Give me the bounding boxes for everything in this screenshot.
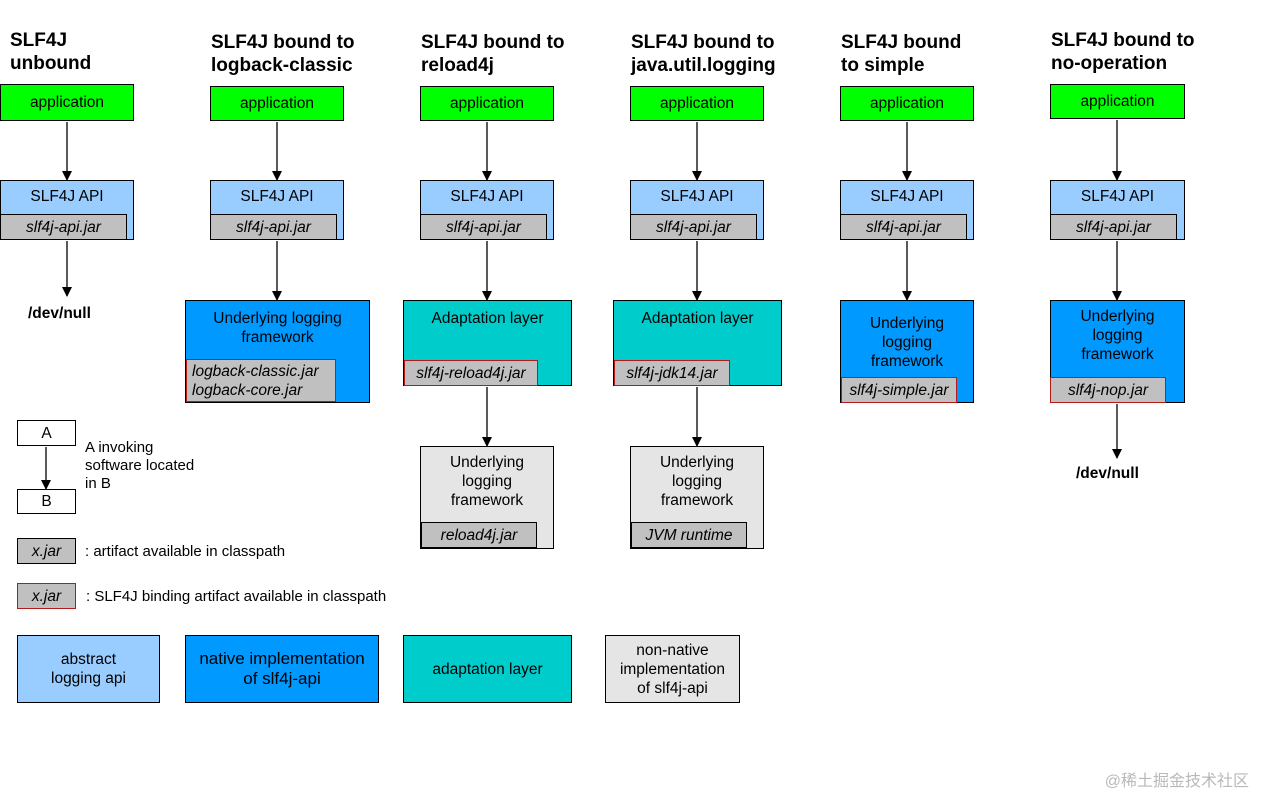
- application-box: application: [420, 86, 554, 121]
- legend-binding-text: : SLF4J binding artifact available in cl…: [86, 588, 387, 605]
- api-jar: slf4j-api.jar: [420, 214, 547, 240]
- application-box: application: [840, 86, 974, 121]
- api-label: SLF4J API: [660, 188, 734, 205]
- api-label: SLF4J API: [240, 188, 314, 205]
- legend-invoke-text: A invoking software located in B: [85, 439, 195, 492]
- application-box: application: [630, 86, 764, 121]
- dev-null-label: /dev/null: [1076, 465, 1139, 482]
- api-label: SLF4J API: [450, 188, 524, 205]
- jar-line: logback-classic.jar: [192, 362, 319, 380]
- watermark: @稀土掘金技术社区: [1104, 773, 1249, 790]
- api-jar: slf4j-api.jar: [630, 214, 757, 240]
- application-box: application: [1050, 84, 1185, 119]
- column-title: SLF4J unbound: [10, 30, 92, 74]
- jar-line: logback-core.jar: [192, 381, 303, 399]
- binding-jar: logback-classic.jar logback-core.jar: [186, 359, 336, 402]
- api-jar: slf4j-api.jar: [210, 214, 337, 240]
- api-jar: slf4j-api.jar: [0, 214, 127, 240]
- column-title: SLF4J bound to no-operation: [1051, 30, 1195, 74]
- column-title: SLF4J bound to java.util.logging: [631, 32, 776, 76]
- binding-jar: slf4j-nop.jar: [1050, 377, 1166, 403]
- application-box: application: [0, 84, 134, 121]
- binding-jar: slf4j-jdk14.jar: [614, 360, 730, 386]
- dev-null-label: /dev/null: [28, 305, 91, 322]
- api-label: SLF4J API: [30, 188, 104, 205]
- column-title: SLF4J bound to logback-classic: [211, 32, 355, 76]
- legend-jar-text: : artifact available in classpath: [85, 543, 286, 560]
- api-label: SLF4J API: [1080, 188, 1155, 205]
- api-label: SLF4J API: [870, 188, 944, 205]
- legend-adaptation-layer: adaptation layer: [403, 635, 572, 703]
- legend-abstract-api: abstract logging api: [17, 635, 160, 703]
- application-box: application: [210, 86, 344, 121]
- legend-non-native: non-native implementation of slf4j-api: [605, 635, 740, 703]
- legend-binding-jar: x.jar: [17, 583, 76, 609]
- legend-jar: x.jar: [17, 538, 76, 564]
- api-jar: slf4j-api.jar: [1050, 214, 1177, 240]
- native-jar: reload4j.jar: [421, 522, 537, 548]
- legend-box-a: A: [17, 420, 76, 446]
- native-jar: JVM runtime: [631, 522, 747, 548]
- legend-native-impl: native implementation of slf4j-api: [185, 635, 379, 703]
- api-jar: slf4j-api.jar: [840, 214, 967, 240]
- binding-jar: slf4j-simple.jar: [841, 377, 957, 403]
- binding-jar: slf4j-reload4j.jar: [404, 360, 538, 386]
- column-title: SLF4J bound to reload4j: [421, 32, 565, 76]
- legend-box-b: B: [17, 489, 76, 514]
- column-title: SLF4J bound to simple: [841, 32, 962, 76]
